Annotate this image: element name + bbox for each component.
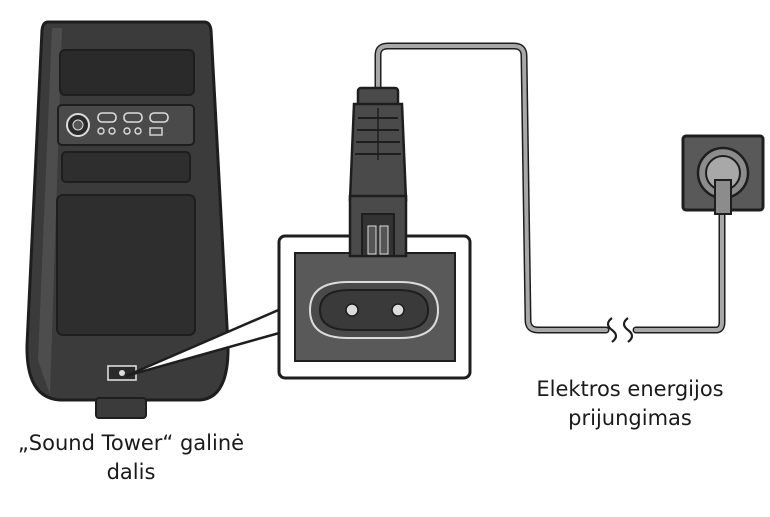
- speaker-button: [123, 112, 143, 123]
- zoom-box: [277, 234, 472, 380]
- power-connection-label-line1: Elektros energijos: [536, 377, 724, 401]
- wall-outlet-icon: [681, 134, 765, 215]
- speaker-jack: [134, 127, 142, 135]
- speaker-back-label: „Sound Tower“ galinė dalis: [0, 429, 262, 487]
- speaker-button: [149, 112, 169, 123]
- speaker-side-highlight: [38, 28, 62, 395]
- power-plug-icon: [348, 86, 408, 258]
- power-connection-label-line2: prijungimas: [568, 406, 692, 430]
- speaker-back-label-line2: dalis: [106, 460, 156, 484]
- speaker-port: [149, 127, 163, 136]
- power-cable: [374, 42, 726, 334]
- speaker-jack: [97, 127, 105, 135]
- speaker-jack: [123, 127, 131, 135]
- speaker-foot: [95, 397, 147, 419]
- speaker-middle-panel: [61, 151, 191, 183]
- speaker-jack: [108, 127, 116, 135]
- speaker-grille: [56, 194, 196, 336]
- speaker-back-label-line1: „Sound Tower“ galinė: [17, 431, 245, 455]
- cable-break-icon: [606, 317, 634, 343]
- speaker-button: [97, 112, 117, 123]
- power-connection-label: Elektros energijos prijungimas: [495, 375, 765, 433]
- speaker-top-handle: [59, 49, 195, 96]
- zoom-callout-lines: [125, 303, 291, 378]
- power-inlet-icon: [308, 281, 440, 339]
- speaker-tower-icon: [25, 20, 230, 419]
